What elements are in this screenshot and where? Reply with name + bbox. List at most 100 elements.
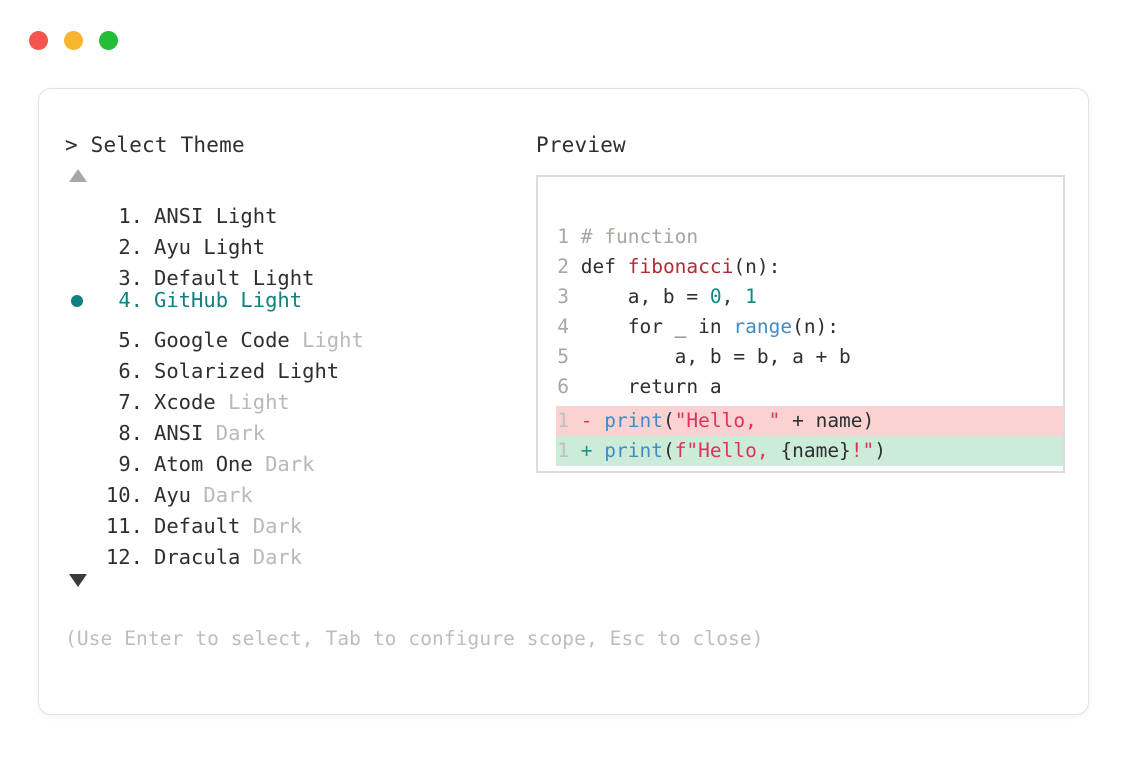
code-line: 1 # function xyxy=(556,222,851,252)
scroll-up-icon[interactable] xyxy=(69,169,87,182)
theme-list-item[interactable]: 9.Atom One Dark xyxy=(65,440,535,476)
line-gutter-space xyxy=(569,345,581,368)
code-line: 2 def fibonacci(n): xyxy=(556,252,851,282)
code-token: a, b = xyxy=(580,285,710,308)
selection-bullet-slot xyxy=(65,440,97,471)
code-token: for _ in xyxy=(580,315,734,338)
theme-item-name: ANSI xyxy=(154,421,216,445)
diff-token: print xyxy=(604,439,663,462)
theme-item-index: 12. xyxy=(105,545,143,569)
diff-sample: 1 - print("Hello, " + name)1 + print(f"H… xyxy=(538,406,1063,466)
theme-item-index: 3. xyxy=(118,266,143,290)
selection-bullet-slot xyxy=(65,378,97,409)
theme-item-name: Default xyxy=(154,514,253,538)
theme-item-index: 10. xyxy=(105,483,143,507)
theme-list-item[interactable]: 5. Google Code Light xyxy=(65,316,535,352)
theme-item-index: 6. xyxy=(118,359,143,383)
theme-item-variant: Light xyxy=(215,204,278,228)
code-line: 4 for _ in range(n): xyxy=(556,312,851,342)
code-token: a, b = b, a + b xyxy=(580,345,851,368)
line-number: 5 xyxy=(557,345,569,368)
theme-item-variant: Dark xyxy=(252,514,303,538)
line-number: 6 xyxy=(557,375,569,398)
theme-item-index: 11. xyxy=(105,514,143,538)
theme-item-name: Dracula xyxy=(154,545,253,569)
diff-token: f"Hello, xyxy=(674,439,781,462)
line-number: 2 xyxy=(557,255,569,278)
theme-item-variant: Dark xyxy=(203,483,253,507)
selection-bullet-slot xyxy=(65,316,97,347)
line-number: 3 xyxy=(557,285,569,308)
diff-line-number: 1 xyxy=(557,409,569,432)
code-token: return a xyxy=(580,375,722,398)
code-token: , xyxy=(721,285,746,308)
theme-list-item[interactable]: 12.Dracula Dark xyxy=(65,533,535,569)
code-token: range xyxy=(733,315,793,338)
theme-item-index: 1. xyxy=(118,204,143,228)
diff-token: ( xyxy=(662,409,675,432)
theme-item-name: Default xyxy=(154,266,253,290)
theme-list-item[interactable]: 1.ANSI Light xyxy=(65,192,535,228)
theme-item-index: 2. xyxy=(118,235,143,259)
theme-item-variant: Light xyxy=(240,288,303,312)
theme-item-name: Ayu xyxy=(154,483,204,507)
theme-select-title: > Select Theme xyxy=(65,133,245,157)
code-token: 1 xyxy=(745,285,757,308)
theme-item-variant: Light xyxy=(302,328,364,352)
line-gutter-space xyxy=(569,225,581,248)
diff-token: "Hello, " xyxy=(674,409,781,432)
theme-item-variant: Light xyxy=(228,390,290,414)
theme-item-variant: Dark xyxy=(215,421,266,445)
diff-token: !" xyxy=(850,439,875,462)
theme-list-item[interactable]: 2.Ayu Light xyxy=(65,223,535,259)
diff-token: + name) xyxy=(780,409,875,432)
theme-list-item[interactable]: 10. Ayu Dark xyxy=(65,471,535,507)
theme-item-index: 8. xyxy=(118,421,143,445)
line-gutter-space xyxy=(569,255,581,278)
theme-list-item[interactable]: 8. ANSI Dark xyxy=(65,409,535,445)
selection-bullet-slot xyxy=(65,223,97,254)
scroll-down-icon[interactable] xyxy=(69,574,87,587)
theme-item-variant: Light xyxy=(252,266,315,290)
theme-item-variant: Light xyxy=(203,235,266,259)
close-window-button[interactable] xyxy=(29,31,48,50)
theme-item-name: Atom One xyxy=(154,452,266,476)
code-line: 6 return a xyxy=(556,372,851,402)
diff-gutter-space xyxy=(569,409,581,432)
window-traffic-lights xyxy=(29,31,118,50)
theme-list-item[interactable]: 3. Default Light xyxy=(65,254,535,290)
theme-list-item[interactable]: 4.GitHub Light xyxy=(65,285,535,316)
line-gutter-space xyxy=(569,285,581,308)
theme-list-item[interactable]: 11. Default Dark xyxy=(65,502,535,538)
code-token: def xyxy=(580,255,628,278)
selected-bullet-icon xyxy=(71,295,83,307)
diff-token: {name} xyxy=(780,439,851,462)
line-gutter-space xyxy=(569,375,581,398)
diff-lines: 1 - print("Hello, " + name)1 + print(f"H… xyxy=(538,406,1063,466)
code-token: # function xyxy=(580,225,699,248)
diff-line-number: 1 xyxy=(557,439,569,462)
code-line: 5 a, b = b, a + b xyxy=(556,342,851,372)
selection-bullet-slot xyxy=(65,533,97,564)
preview-panel: Preview xyxy=(536,133,1066,157)
theme-item-name: Xcode xyxy=(154,390,229,414)
code-token: 0 xyxy=(709,285,722,308)
diff-marker: + xyxy=(580,439,605,462)
theme-item-name: Google Code xyxy=(154,328,303,352)
theme-item-variant: Light xyxy=(277,359,340,383)
maximize-window-button[interactable] xyxy=(99,31,118,50)
code-line: 3 a, b = 0, 1 xyxy=(556,282,851,312)
theme-item-index: 5. xyxy=(118,328,143,352)
theme-list-item[interactable]: 6.Solarized Light xyxy=(65,347,535,383)
minimize-window-button[interactable] xyxy=(64,31,83,50)
diff-token: ( xyxy=(662,439,675,462)
theme-list-item[interactable]: 7.Xcode Light xyxy=(65,378,535,414)
theme-item-name: GitHub xyxy=(154,288,241,312)
selection-bullet-slot xyxy=(65,471,97,502)
selection-bullet-slot xyxy=(65,347,97,378)
